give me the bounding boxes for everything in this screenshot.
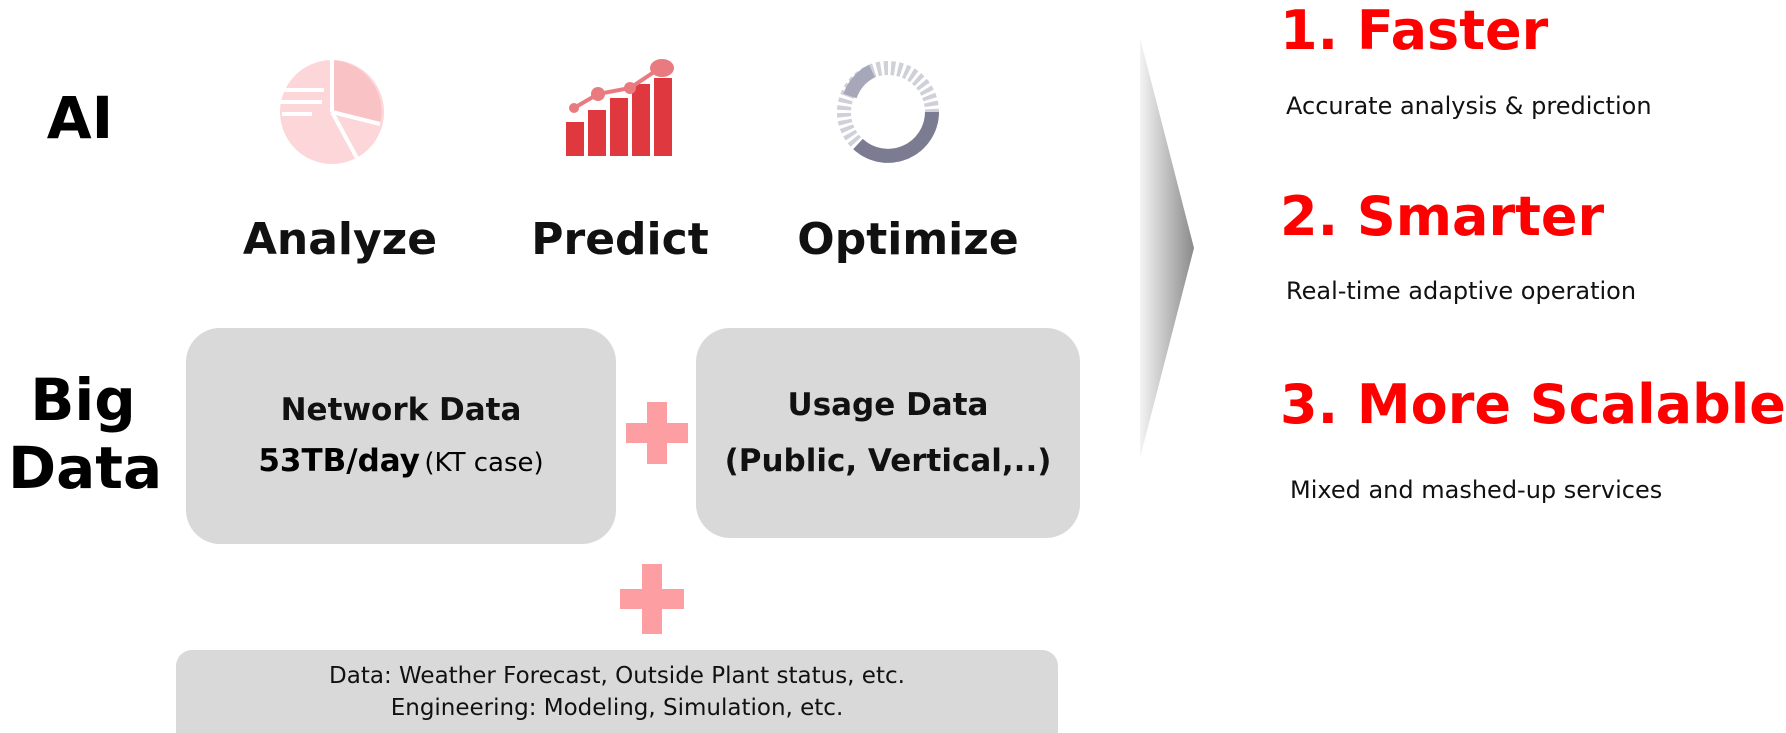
- predict-label: Predict: [531, 214, 709, 265]
- pie-chart-icon: [272, 52, 392, 172]
- optimize-label: Optimize: [797, 214, 1019, 265]
- benefit-desc-faster: Accurate analysis & prediction: [1286, 92, 1652, 120]
- usage-data-title: Usage Data: [787, 387, 989, 423]
- other-data-box: Data: Weather Forecast, Outside Plant st…: [176, 650, 1058, 733]
- usage-data-subtitle: (Public, Vertical,..): [724, 443, 1052, 479]
- plus-icon: [620, 564, 684, 634]
- network-data-box: Network Data 53TB/day (KT case): [186, 328, 616, 544]
- ai-row-label: AI: [46, 84, 114, 152]
- network-data-title: Network Data: [280, 392, 522, 428]
- benefit-desc-smarter: Real-time adaptive operation: [1286, 277, 1637, 305]
- benefit-title-smarter: 2. Smarter: [1280, 185, 1605, 248]
- usage-data-box: Usage Data (Public, Vertical,..): [696, 328, 1080, 538]
- plus-icon: [626, 402, 688, 464]
- other-data-line1: Data: Weather Forecast, Outside Plant st…: [329, 662, 905, 689]
- big-data-label-line2: Data: [8, 434, 163, 502]
- right-arrow-icon: [1138, 38, 1194, 458]
- benefit-title-faster: 1. Faster: [1280, 0, 1549, 62]
- network-data-volume-line: 53TB/day (KT case): [258, 438, 543, 490]
- network-data-volume: 53TB/day: [258, 443, 420, 479]
- analyze-label: Analyze: [242, 214, 438, 265]
- cycle-ring-icon: [828, 52, 948, 172]
- other-data-line2: Engineering: Modeling, Simulation, etc.: [390, 694, 844, 721]
- benefit-desc-scalable: Mixed and mashed-up services: [1290, 476, 1663, 504]
- network-data-note: (KT case): [424, 448, 544, 478]
- big-data-row-label: Big Data: [8, 366, 163, 502]
- benefit-title-scalable: 3. More Scalable: [1280, 373, 1786, 436]
- big-data-label-line1: Big: [30, 366, 136, 434]
- rising-bar-chart-icon: [558, 48, 678, 168]
